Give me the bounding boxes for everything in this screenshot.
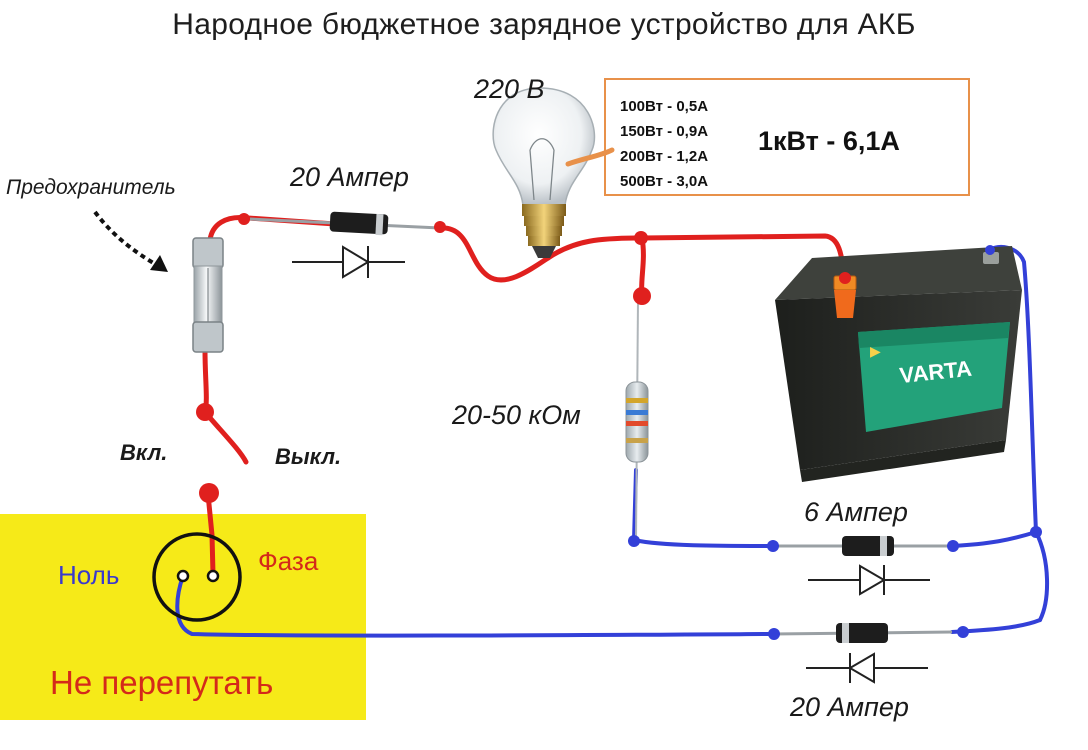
diode-top-label: 20 Ампер bbox=[290, 162, 409, 192]
battery-logo-icon: ▶ bbox=[870, 343, 881, 359]
wire-resistor-to-diode bbox=[632, 468, 774, 548]
diode-top-symbol bbox=[292, 245, 405, 279]
lamp bbox=[492, 87, 596, 258]
power-rating-row: 500Вт - 3,0А bbox=[620, 173, 709, 190]
power-rating-row: 150Вт - 0,9А bbox=[620, 123, 709, 140]
wire-battery-negative bbox=[988, 244, 1049, 622]
blue-junctions bbox=[628, 245, 1042, 640]
switch-off-label: Выкл. bbox=[275, 444, 342, 469]
wire-diode-to-lamp bbox=[437, 225, 551, 283]
resistor-label: 20-50 кОм bbox=[452, 400, 581, 430]
diode-mid-symbol bbox=[808, 564, 930, 596]
diode-bottom-label: 20 Ампер bbox=[790, 692, 909, 722]
power-highlight: 1кВт - 6,1А bbox=[758, 126, 900, 156]
diode-mid-label: 6 Ампер bbox=[804, 497, 908, 527]
power-rating-row: 100Вт - 0,5А bbox=[620, 98, 709, 115]
switch-contacts bbox=[196, 403, 219, 503]
neutral-label: Ноль bbox=[58, 560, 120, 590]
diagram-title: Народное бюджетное зарядное устройство д… bbox=[172, 8, 916, 41]
resistor bbox=[625, 299, 649, 541]
red-junctions bbox=[238, 213, 851, 305]
fuse-pointer-arrow bbox=[93, 210, 168, 272]
warning-label: Не перепутать bbox=[50, 664, 274, 701]
diode-bottom-symbol bbox=[806, 652, 928, 684]
diode-mid-component bbox=[772, 536, 952, 556]
wire-diode-to-rail bbox=[950, 530, 1038, 548]
fuse-label: Предохранитель bbox=[6, 176, 176, 199]
power-ratings-box: 100Вт - 0,5А 150Вт - 0,9А 200Вт - 1,2А 5… bbox=[604, 78, 970, 196]
phase-wires bbox=[202, 214, 847, 577]
switch-on-label: Вкл. bbox=[120, 440, 168, 465]
battery: VARTA ▶ bbox=[775, 246, 1022, 482]
diode-top-component bbox=[249, 211, 441, 236]
diode-bottom-component bbox=[771, 623, 953, 643]
power-socket bbox=[152, 532, 242, 622]
phase-label: Фаза bbox=[258, 546, 319, 576]
fuse bbox=[192, 237, 224, 353]
lamp-pointer bbox=[565, 147, 615, 167]
lamp-voltage-label: 220 В bbox=[474, 74, 545, 104]
wire-neutral-to-diode bbox=[175, 574, 774, 638]
power-rating-row: 200Вт - 1,2А bbox=[620, 148, 709, 165]
power-ratings-list: 100Вт - 0,5А 150Вт - 0,9А 200Вт - 1,2А 5… bbox=[620, 94, 708, 194]
